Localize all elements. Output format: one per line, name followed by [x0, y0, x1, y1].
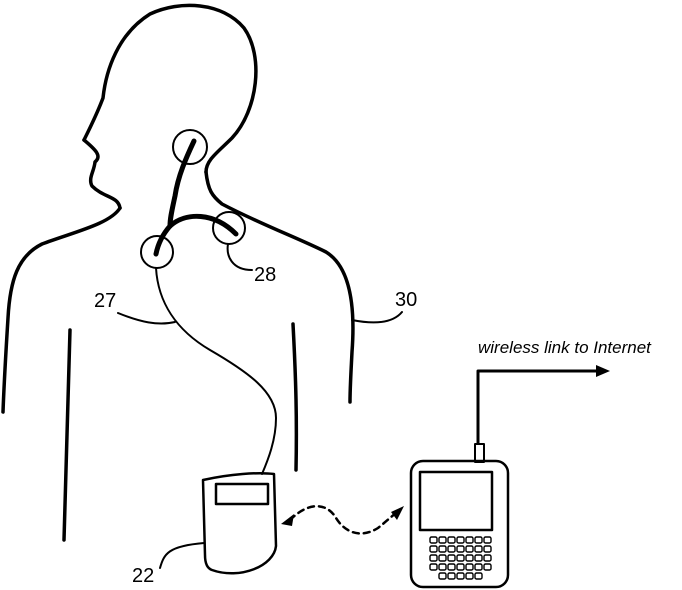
keypad-key [439, 555, 446, 561]
leader-line-22 [160, 543, 204, 568]
keypad-key [457, 537, 464, 543]
keypad-key [457, 564, 464, 570]
keypad-key [439, 564, 446, 570]
label-27: 27 [94, 290, 116, 312]
keypad-key [448, 573, 455, 579]
internet-uplink-line [478, 371, 597, 443]
phone-body [411, 461, 508, 587]
monitor-screen [216, 484, 268, 504]
phone-keypad [430, 537, 491, 579]
right-shoulder-outline [206, 172, 353, 402]
keypad-key [430, 537, 437, 543]
keypad-key [448, 537, 455, 543]
monitor-cable [156, 268, 276, 474]
keypad-key [484, 546, 491, 552]
head-profile-outline [84, 5, 256, 172]
keypad-key [466, 546, 473, 552]
keypad-key [475, 573, 482, 579]
leader-line-30 [352, 312, 402, 322]
phone-screen [420, 472, 492, 530]
keypad-key [439, 537, 446, 543]
keypad-key [484, 555, 491, 561]
keypad-key [457, 555, 464, 561]
keypad-key [484, 537, 491, 543]
label-30: 30 [395, 289, 417, 311]
keypad-key [448, 546, 455, 552]
keypad-key [466, 537, 473, 543]
monitor-device [203, 473, 276, 573]
keypad-key [466, 564, 473, 570]
keypad-key [466, 555, 473, 561]
internet-uplink-arrowhead [596, 365, 610, 377]
keypad-key [448, 555, 455, 561]
keypad-key [457, 573, 464, 579]
keypad-key [430, 564, 437, 570]
keypad-key [466, 573, 473, 579]
keypad-key [430, 555, 437, 561]
label-28: 28 [254, 264, 276, 286]
torso-left-line [64, 330, 70, 540]
wireless-dashed-link [290, 506, 400, 533]
face-chin-outline [84, 140, 120, 208]
wireless-arrowhead-right [391, 506, 404, 520]
keypad-key [475, 537, 482, 543]
keypad-key [484, 564, 491, 570]
keypad-key [448, 564, 455, 570]
keypad-key [475, 564, 482, 570]
keypad-key [475, 555, 482, 561]
keypad-key [457, 546, 464, 552]
keypad-key [475, 546, 482, 552]
label-22: 22 [132, 565, 154, 587]
leader-line-28 [228, 244, 252, 270]
phone-antenna [475, 444, 484, 462]
keypad-key [439, 573, 446, 579]
lead-wire-right [170, 216, 236, 234]
keypad-key [439, 546, 446, 552]
wireless-caption: wireless link to Internet [478, 338, 652, 357]
torso-right-line [293, 324, 296, 470]
keypad-key [430, 546, 437, 552]
wireless-arrowhead-left [281, 514, 294, 526]
leader-line-27 [118, 313, 175, 324]
